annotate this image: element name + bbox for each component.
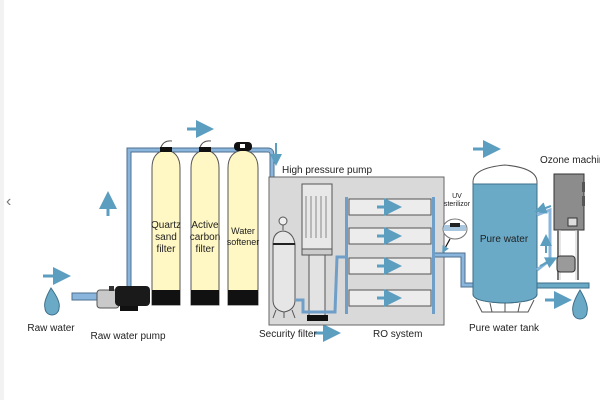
quartz-sand-filter	[151, 140, 181, 306]
label-quartz-line1: Quartz	[151, 220, 181, 231]
label-ozone-machine: Ozone machine	[540, 155, 600, 166]
uv-sterilizer	[442, 218, 468, 254]
raw-water-drop-icon	[44, 287, 60, 316]
label-high-pressure-pump: High pressure pump	[282, 165, 372, 176]
label-pure-water-tank: Pure water tank	[469, 323, 540, 334]
ro-membranes	[345, 197, 435, 314]
label-raw-water-pump: Raw water pump	[90, 331, 165, 342]
active-carbon-filter	[190, 140, 220, 306]
label-carbon-line2: carbon	[190, 232, 221, 243]
pure-water-drop-icon	[572, 289, 588, 320]
label-carbon-line3: filter	[196, 244, 216, 255]
high-pressure-pump	[301, 183, 333, 321]
label-uv-line1: UV	[452, 193, 462, 200]
label-quartz-line2: sand	[155, 232, 177, 243]
left-edge-strip	[0, 0, 4, 400]
water-softener	[227, 142, 259, 306]
label-uv-line2: sterilizor	[444, 201, 471, 208]
raw-water-pump	[96, 286, 150, 311]
tank-outlet-pipe	[536, 282, 590, 289]
inlet-pipe	[71, 292, 99, 301]
chevron-left-icon[interactable]: ‹	[6, 193, 12, 210]
label-softener-line1: Water	[231, 226, 255, 236]
label-quartz-line3: filter	[157, 244, 177, 255]
label-security-filter: Security filter	[259, 329, 317, 340]
flow-arrows	[43, 120, 572, 342]
cabinet-pipe	[295, 255, 345, 314]
label-softener-line2: softener	[227, 237, 260, 247]
label-ro-system: RO system	[373, 329, 422, 340]
pure-water-tank	[472, 164, 538, 313]
label-pure-water: Pure water	[480, 234, 529, 245]
ozone-machine	[534, 173, 585, 280]
label-carbon-line1: Active	[191, 220, 219, 231]
label-raw-water: Raw water	[27, 323, 75, 334]
